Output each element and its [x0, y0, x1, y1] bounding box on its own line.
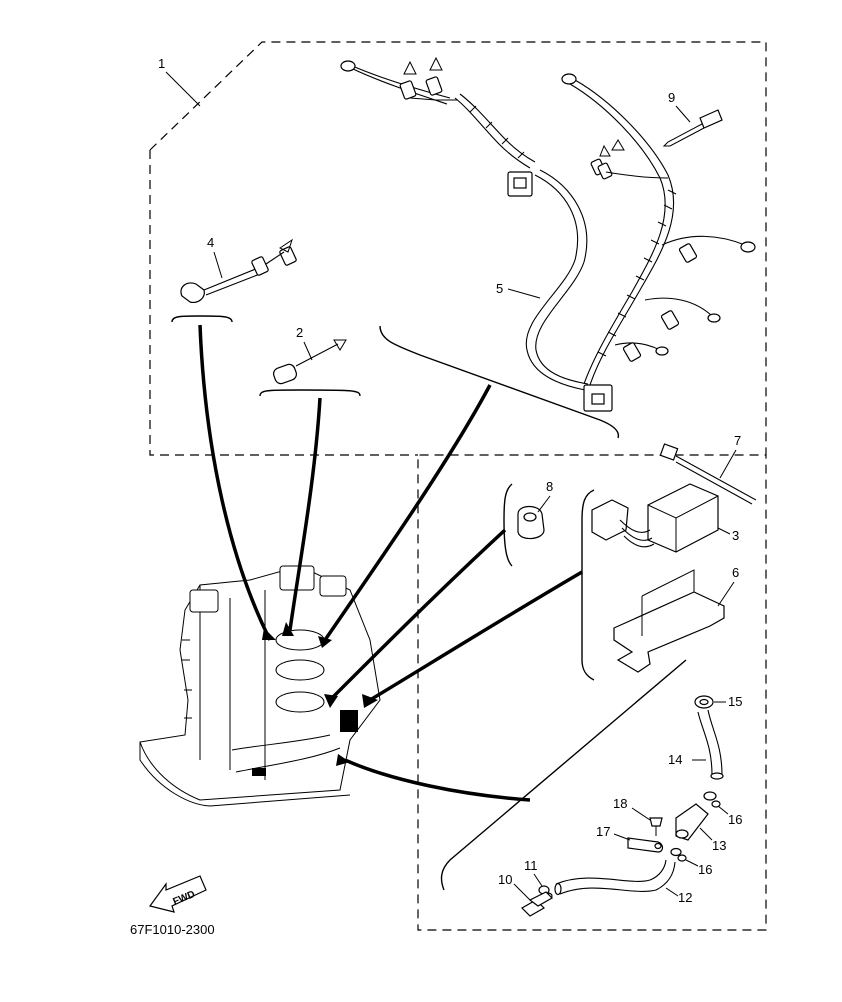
callout-12-label: 12 — [678, 890, 692, 905]
callout-16a-label: 16 — [728, 812, 742, 827]
wire-harness-part-5 — [340, 56, 756, 412]
relay-unit-part-3: 3 — [591, 483, 739, 553]
hose-part-14: 14 — [668, 709, 724, 780]
callout-14-label: 14 — [668, 752, 682, 767]
callout-10-label: 10 — [498, 872, 512, 887]
fuel-filter-part-13: 13 — [675, 803, 726, 853]
parts-3-6-bracket — [581, 489, 595, 681]
engine-mount-marker — [340, 710, 358, 732]
clamp-part-8: 8 — [503, 479, 553, 567]
screw-part-18: 18 — [613, 796, 663, 836]
callout-13-label: 13 — [712, 838, 726, 853]
fitting-part-10: 10 — [498, 872, 553, 917]
part-8-bracket — [503, 483, 513, 567]
callout-6-label: 6 — [732, 565, 739, 580]
callout-15-label: 15 — [728, 694, 742, 709]
diagram-code: 67F1010-2300 — [130, 922, 215, 937]
clip-part-16-upper: 16 — [703, 791, 742, 827]
callout-16b-label: 16 — [698, 862, 712, 877]
hose-part-12: 12 — [554, 859, 692, 905]
clip-part-11: 11 — [524, 858, 553, 900]
sensor-lead-part-4: 4 — [171, 235, 297, 323]
callout-4-label: 4 — [207, 235, 214, 250]
clip-part-16-lower: 16 — [670, 847, 712, 877]
callout-9-label: 9 — [668, 90, 675, 105]
callout-1: 1 — [158, 56, 201, 107]
callout-3-label: 3 — [732, 528, 739, 543]
harness-bracket — [379, 325, 620, 439]
callout-5-label: 5 — [496, 281, 503, 296]
part-4-bracket — [171, 315, 233, 323]
fuel-parts-bracket — [440, 659, 687, 891]
bracket-part-6: 6 — [613, 565, 739, 673]
sensor-part-2: 2 — [259, 325, 361, 397]
callout-18-label: 18 — [613, 796, 627, 811]
cable-tie-part-7: 7 — [659, 433, 757, 505]
fwd-direction-arrow: FWD — [148, 875, 207, 913]
clip-part-15: 15 — [694, 694, 742, 709]
assembly-leaders — [198, 324, 583, 802]
part-2-bracket — [259, 389, 361, 397]
cable-tie-part-9: 9 — [662, 90, 723, 147]
kit-1-dashed-boundary — [149, 41, 767, 931]
callout-11-label: 11 — [524, 858, 538, 873]
callout-2-label: 2 — [296, 325, 303, 340]
callout-5: 5 — [496, 281, 541, 299]
callout-17-label: 17 — [596, 824, 610, 839]
holder-part-17: 17 — [596, 824, 664, 853]
callout-1-label: 1 — [158, 56, 165, 71]
callout-8-label: 8 — [546, 479, 553, 494]
callout-7-label: 7 — [734, 433, 741, 448]
